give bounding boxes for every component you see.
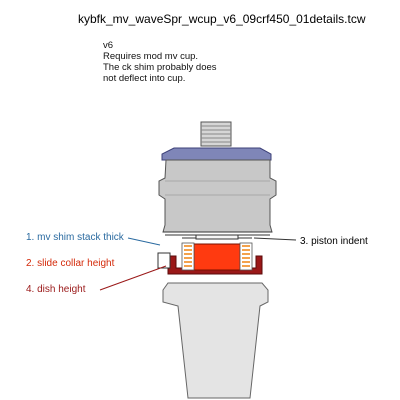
lower-body bbox=[162, 282, 269, 399]
leader-line-1 bbox=[127, 237, 161, 246]
valve-body bbox=[158, 159, 277, 233]
version-note: v6 Requires mod mv cup. The ck shim prob… bbox=[103, 40, 217, 84]
wave-spring-right bbox=[239, 242, 253, 271]
piston-indent bbox=[195, 234, 239, 240]
label-dish-height: 4. dish height bbox=[26, 284, 86, 295]
label-piston-indent: 3. piston indent bbox=[300, 236, 368, 247]
label-mv-shim-stack: 1. mv shim stack thick bbox=[26, 232, 124, 243]
slide-collar bbox=[193, 243, 241, 271]
leader-line-3 bbox=[253, 237, 297, 241]
spacer-block bbox=[157, 252, 171, 269]
label-slide-collar: 2. slide collar height bbox=[26, 258, 115, 269]
wave-spring-left bbox=[181, 242, 195, 271]
threaded-stem bbox=[200, 121, 232, 147]
top-plate bbox=[161, 147, 272, 161]
leader-line-4 bbox=[99, 265, 167, 291]
document-title: kybfk_mv_waveSpr_wcup_v6_09crf450_01deta… bbox=[78, 12, 366, 26]
